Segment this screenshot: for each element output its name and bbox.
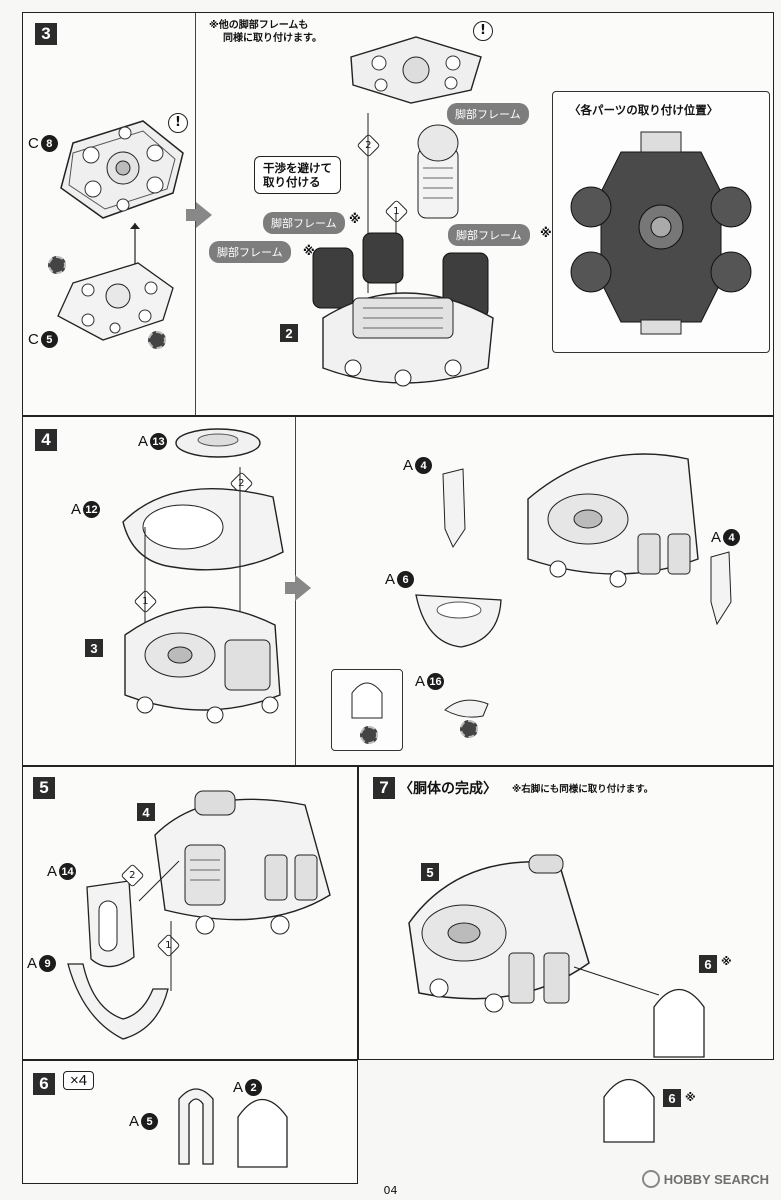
part-label-a14: A 14 [47, 863, 77, 880]
page-number: 04 [383, 1184, 398, 1197]
leg-cover-illustration [603, 1079, 655, 1143]
part-number-badge: 4 [415, 457, 433, 474]
part-label-a13: A 13 [138, 433, 168, 450]
warning-icon: ! [168, 111, 188, 133]
warning-icon: ! [473, 19, 493, 41]
part-number-badge: 6 [397, 571, 415, 588]
flow-arrow [295, 575, 311, 601]
plate-c8-illustration [60, 120, 184, 219]
gear-icon [360, 726, 378, 748]
step-number: 6 [33, 1073, 55, 1095]
inset-title: 〈各パーツの取り付け位置〉 [569, 103, 719, 117]
gear-icon [460, 720, 478, 742]
quantity-multiplier: ×4 [63, 1071, 95, 1090]
gear-icon [148, 331, 166, 353]
sub-assembly-number: 4 [137, 803, 155, 821]
note-right-leg: ※右脚にも同様に取り付けます。 [512, 784, 654, 795]
inset-a16-shape [351, 682, 383, 719]
part-number-badge: 13 [150, 433, 168, 450]
callout-avoid-interference: 干渉を避けて 取り付ける [254, 156, 341, 194]
part-a12-illustration [122, 488, 284, 571]
attach-guide-lines [138, 860, 180, 991]
step-number: 4 [35, 429, 57, 451]
part-a5-illustration [178, 1088, 214, 1165]
part-label-a4: A 4 [403, 457, 433, 474]
torso-front-illustration [527, 453, 699, 588]
part-number-badge: 9 [39, 955, 57, 972]
flow-arrow-stem [186, 209, 196, 221]
step-5-panel: 5 4 A 14 2 A 9 1 [22, 766, 358, 1060]
part-label-c5: C 5 [28, 331, 58, 348]
gear-icon [48, 256, 66, 278]
part-a2-illustration [237, 1099, 288, 1168]
step-4-panel: 4 A 13 2 A 12 1 3 A 4 A 4 [22, 416, 774, 766]
asterisk-mark: ※ [721, 955, 732, 968]
part-label-a4: A 4 [711, 529, 741, 546]
sub-assembly-number: 2 [280, 324, 298, 342]
part-label-a12: A 12 [71, 501, 101, 518]
part-a6-illustration [415, 594, 502, 648]
part-label-a16: A 16 [415, 673, 445, 690]
watermark: HOBBY SEARCH [641, 1170, 769, 1188]
part-number-badge: 12 [83, 501, 101, 518]
part-label-a9: A 9 [27, 955, 57, 972]
watermark-logo-icon [641, 1170, 660, 1188]
step-7-panel: 7 〈胴体の完成〉 ※右脚にも同様に取り付けます。 5 6 ※ 6 ※ [358, 766, 774, 1143]
part-label-a2: A 2 [233, 1079, 263, 1096]
part-a16-illustration [444, 699, 489, 718]
part-a4-right [710, 551, 732, 626]
inset-detail-a16 [331, 669, 403, 751]
leg-cover-illustration [653, 989, 705, 1058]
asterisk-mark: ※ [540, 226, 552, 240]
part-number-badge: 8 [40, 135, 58, 152]
attach-guide-lines [144, 467, 241, 637]
part-number-badge: 5 [141, 1113, 159, 1130]
torso-illustration [124, 606, 281, 724]
part-label-a6: A 6 [385, 571, 415, 588]
sub-assembly-number: 6 [663, 1089, 681, 1107]
sub-assembly-number: 3 [85, 639, 103, 657]
step-number: 7 [373, 777, 395, 799]
torso-base-illustration [312, 232, 494, 387]
asterisk-mark: ※ [303, 244, 315, 258]
label-leg-frame: 脚部フレーム [209, 241, 291, 263]
completed-torso-illustration [408, 854, 590, 1013]
label-leg-frame: 脚部フレーム [263, 212, 345, 234]
inset-parts-position: 〈各パーツの取り付け位置〉 [552, 91, 770, 353]
part-a14-illustration [86, 880, 135, 968]
part-a13-illustration [175, 428, 261, 458]
part-a4-left [442, 468, 466, 549]
sub-assembly-number: 5 [421, 863, 439, 881]
part-label-c8: C 8 [28, 135, 58, 152]
step-3-panel: 3 C 8 ! C 5 ※他の脚部 [22, 12, 774, 416]
label-leg-frame: 脚部フレーム [448, 224, 530, 246]
asterisk-mark: ※ [685, 1091, 696, 1104]
part-number-badge: 5 [40, 331, 58, 348]
attach-guide-lines [573, 966, 660, 996]
top-plate-illustration [350, 36, 482, 104]
part-number-badge: 16 [427, 673, 445, 690]
step-number: 3 [35, 23, 57, 45]
flow-arrow [196, 202, 212, 228]
part-a9-illustration [67, 963, 169, 1040]
leg-frame-piece [417, 124, 459, 219]
part-label-a5: A 5 [129, 1113, 159, 1130]
flow-arrow-stem [285, 582, 295, 594]
step-number: 5 [33, 777, 55, 799]
part-number-badge: 2 [245, 1079, 263, 1096]
note-other-frames: ※他の脚部フレームも 同様に取り付けます。 [209, 20, 322, 44]
torso-side-illustration [154, 790, 331, 935]
part-number-badge: 14 [59, 863, 77, 880]
plate-c5-illustration [57, 262, 174, 341]
asterisk-mark: ※ [349, 212, 361, 226]
sub-assembly-number: 6 [699, 955, 717, 973]
step-title: 〈胴体の完成〉 [399, 781, 497, 797]
label-leg-frame: 脚部フレーム [447, 103, 529, 125]
part-number-badge: 4 [723, 529, 741, 546]
inset-illustration [570, 131, 752, 335]
step-6-panel: 6 ×4 A 5 A 2 [22, 1060, 358, 1184]
